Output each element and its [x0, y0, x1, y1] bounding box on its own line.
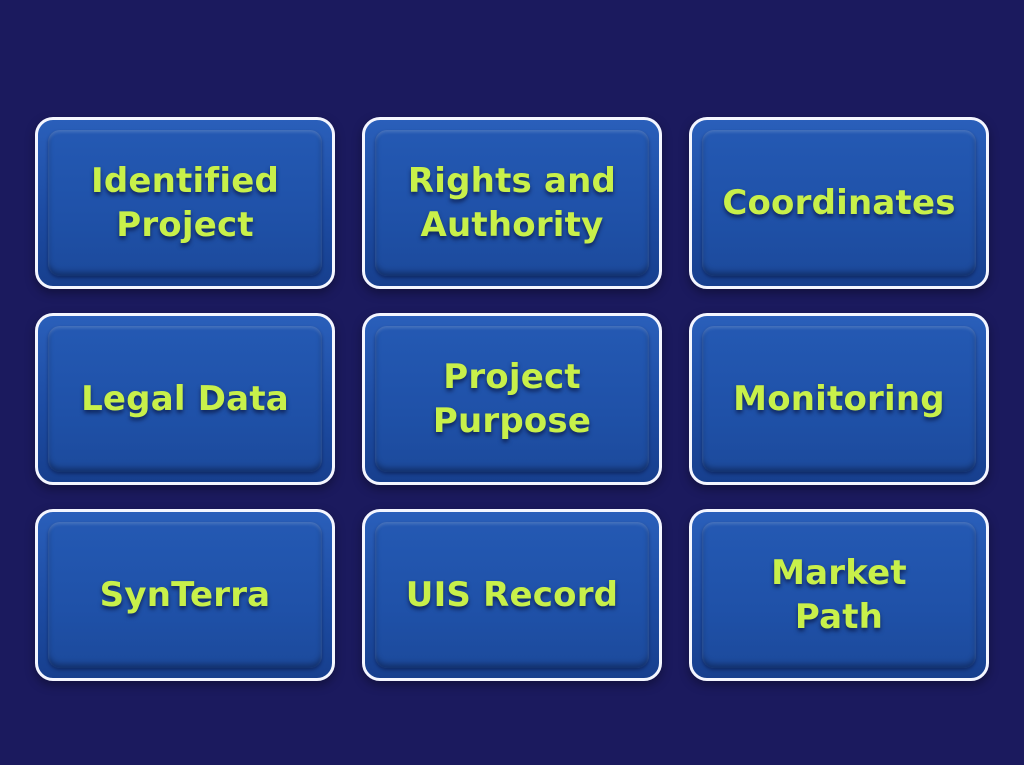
tile-label: SynTerra [99, 574, 271, 615]
tile-monitoring[interactable]: Monitoring [689, 313, 989, 485]
tile-face: Legal Data [48, 326, 322, 472]
tile-label: Project Purpose [432, 356, 592, 441]
tile-label: UIS Record [405, 574, 619, 615]
tile-synterra[interactable]: SynTerra [35, 509, 335, 681]
tile-label: Market Path [771, 552, 907, 637]
tile-project-purpose[interactable]: Project Purpose [362, 313, 662, 485]
tile-face: Coordinates [702, 130, 976, 276]
tile-face: Market Path [702, 522, 976, 668]
tile-face: SynTerra [48, 522, 322, 668]
tile-rights-and-authority[interactable]: Rights and Authority [362, 117, 662, 289]
tile-grid: Identified Project Rights and Authority … [35, 117, 989, 681]
tile-label: Identified Project [90, 160, 279, 245]
tile-uis-record[interactable]: UIS Record [362, 509, 662, 681]
tile-face: Rights and Authority [375, 130, 649, 276]
tile-face: Project Purpose [375, 326, 649, 472]
tile-label: Rights and Authority [407, 160, 617, 245]
tile-label: Coordinates [722, 182, 956, 223]
tile-label: Legal Data [81, 378, 289, 419]
tile-face: Monitoring [702, 326, 976, 472]
tile-legal-data[interactable]: Legal Data [35, 313, 335, 485]
tile-market-path[interactable]: Market Path [689, 509, 989, 681]
tile-face: Identified Project [48, 130, 322, 276]
tile-label: Monitoring [733, 378, 945, 419]
tile-face: UIS Record [375, 522, 649, 668]
tile-identified-project[interactable]: Identified Project [35, 117, 335, 289]
tile-coordinates[interactable]: Coordinates [689, 117, 989, 289]
